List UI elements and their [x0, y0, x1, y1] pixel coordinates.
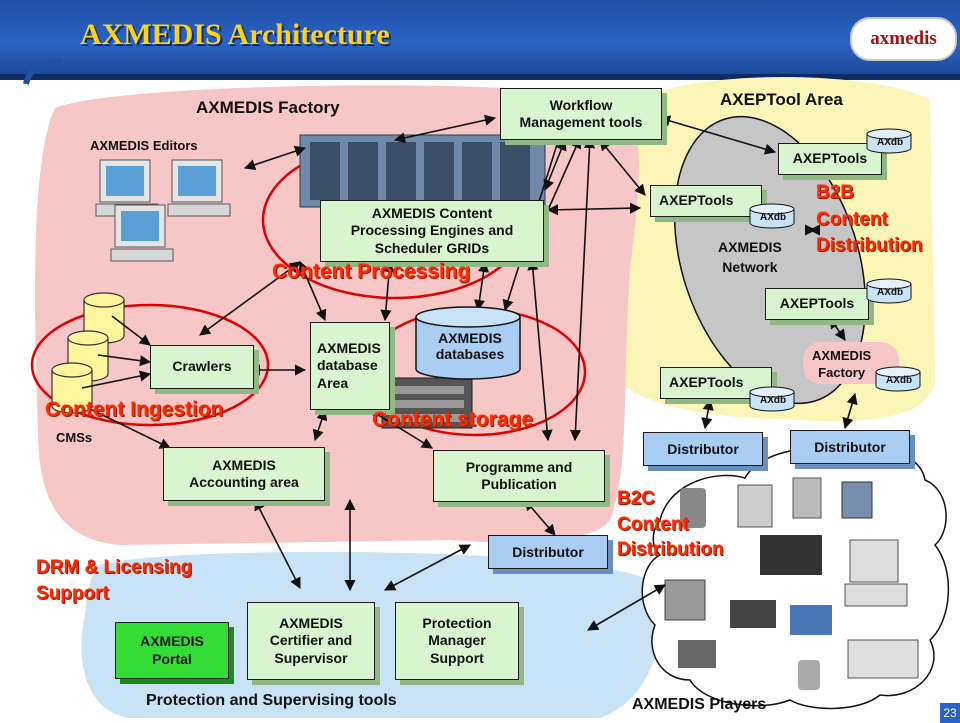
header-divider — [0, 74, 960, 80]
axdb-mid: AXdb — [865, 278, 913, 304]
slide-header — [0, 0, 960, 78]
portal-line2: Portal — [152, 650, 192, 667]
drm-line1: DRM & Licensing — [36, 557, 193, 578]
programme-line1: Programme and — [465, 458, 573, 475]
network-label: AXMEDIS Network — [718, 238, 782, 277]
small-factory-label: AXMEDIS Factory — [812, 348, 871, 382]
b2b-line2: Content — [816, 208, 888, 230]
corner-swoosh-icon — [23, 58, 63, 85]
small-factory-line2: Factory — [818, 364, 866, 380]
small-factory-line1: AXMEDIS — [812, 348, 872, 363]
protection-label: Protection and Supervising tools — [146, 692, 397, 709]
cmss-label: CMSs — [56, 430, 93, 445]
small-factory-region — [803, 342, 899, 384]
protection-manager-line2: Manager — [428, 632, 486, 649]
axdb-top-icon — [866, 128, 912, 154]
accounting-line2: Accounting area — [189, 474, 299, 490]
axeptools-top-box: AXEPTools — [778, 143, 882, 175]
axdb-mid-label: AXdb — [877, 287, 904, 298]
b2c-line3: Distribution — [617, 539, 724, 561]
b2b-distribution-label: B2B Content Distribution — [816, 180, 923, 260]
server-grid-icon — [299, 134, 546, 208]
database-area-line3: Area — [317, 374, 349, 391]
player-devices-icon — [664, 477, 919, 690]
editor-computers-icon — [95, 159, 231, 262]
distributor-right-box: Distributor — [790, 430, 910, 464]
database-area-line2: database — [317, 357, 378, 374]
page-number: 23 — [940, 703, 960, 723]
factory-label: AXMEDIS Factory — [196, 98, 340, 117]
b2c-line1: B2C — [617, 488, 656, 509]
axdb-factory-icon — [875, 366, 921, 392]
axdb-left: AXdb — [748, 203, 796, 229]
certifier-line2: Certifier and — [269, 632, 353, 649]
axdb-left-icon — [749, 203, 795, 229]
content-storage-label: Content storage — [372, 408, 534, 431]
portal-line1: AXMEDIS — [140, 633, 204, 649]
programme-line2: Publication — [481, 476, 557, 492]
axeptools-left-box: AXEPTools — [650, 185, 762, 217]
engines-line3: Scheduler GRIDs — [374, 239, 490, 256]
axmedis-databases-label: AXMEDIS databases — [430, 330, 510, 362]
axdb-factory-label: AXdb — [886, 375, 913, 386]
axdb-bottom-label: AXdb — [760, 395, 787, 406]
axdb-bottom: AXdb — [748, 386, 796, 412]
network-label-line1: AXMEDIS — [718, 239, 782, 255]
axeptools-bottom-box: AXEPTools — [660, 367, 772, 399]
database-area-line1: AXMEDIS — [317, 339, 381, 356]
axdb-factory: AXdb — [874, 366, 922, 392]
content-processing-label: Content Processing — [272, 260, 471, 283]
b2b-line1: B2B — [816, 182, 855, 203]
axeptool-area-label: AXEPTool Area — [720, 90, 843, 109]
protection-manager-line3: Support — [430, 649, 484, 666]
editors-label: AXMEDIS Editors — [90, 138, 198, 153]
network-label-line2: Network — [722, 258, 778, 275]
axmedis-databases-cylinder — [415, 306, 521, 380]
content-ingestion-label: Content Ingestion — [45, 398, 224, 421]
axdb-top: AXdb — [865, 128, 913, 154]
b2c-line2: Content — [617, 513, 689, 535]
certifier-line1: AXMEDIS — [279, 614, 343, 631]
distributor-left-box: Distributor — [643, 432, 763, 466]
databases-line2: databases — [435, 346, 505, 362]
b2c-distribution-label: B2C Content Distribution — [617, 486, 724, 563]
crawlers-box: Crawlers — [150, 345, 254, 389]
drm-licensing-label: DRM & Licensing Support — [36, 555, 192, 606]
cms-databases-icon — [51, 292, 125, 414]
axdb-left-label: AXdb — [760, 212, 787, 223]
axdb-bottom-icon — [749, 386, 795, 412]
axmedis-logo: axmedis — [850, 17, 957, 61]
axdb-mid-icon — [866, 278, 912, 304]
engines-line1: AXMEDIS Content — [371, 204, 493, 221]
databases-line1: AXMEDIS — [438, 330, 502, 346]
axdb-top-label: AXdb — [877, 137, 904, 148]
workflow-line2: Management tools — [519, 114, 643, 130]
workflow-line1: Workflow — [549, 96, 613, 113]
engines-line2: Processing Engines and — [350, 222, 514, 239]
slide-title: AXMEDIS Architecture — [80, 18, 390, 51]
accounting-line1: AXMEDIS — [212, 456, 276, 473]
drm-line2: Support — [36, 582, 109, 604]
axeptools-mid-box: AXEPTools — [765, 288, 869, 320]
distributor-bottom-box: Distributor — [488, 535, 608, 569]
b2b-line3: Distribution — [816, 235, 923, 257]
players-label: AXMEDIS Players — [632, 696, 767, 713]
protection-manager-line1: Protection — [422, 614, 492, 631]
certifier-line3: Supervisor — [274, 649, 348, 666]
